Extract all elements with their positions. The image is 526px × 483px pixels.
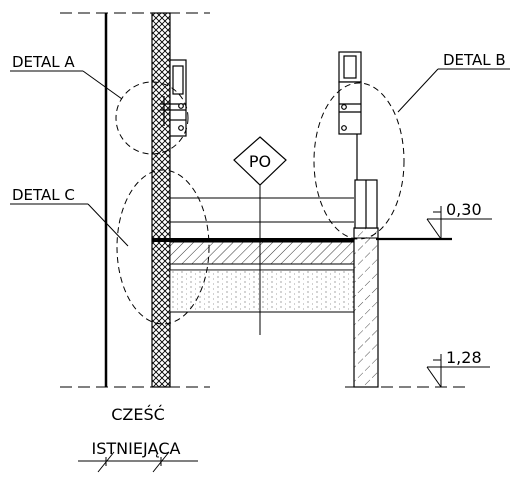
slab-top-finish [152,238,376,242]
detail-c-callout: DETAL C [10,186,129,247]
break-lines [60,12,470,388]
detail-ellipses [115,81,405,325]
glazing-lines [170,197,354,223]
po-label: PO [249,152,271,171]
detail-a-label: DETAL A [12,53,75,71]
detail-a-ellipse [115,81,189,155]
detail-c-ellipse [116,169,210,325]
insulation-layer [169,269,355,313]
level-lower-label: 1,28 [446,348,482,367]
floor-slab [169,241,355,265]
window-frame-a [160,59,187,137]
existing-part-note: CZEŚĆ ISTNIEJĄCA [78,405,198,473]
detail-b-ellipse [313,82,405,240]
detail-c-label: DETAL C [12,186,75,204]
detail-b-label: DETAL B [443,51,506,69]
existing-part-line1: CZEŚĆ [111,405,165,424]
detail-a-callout: DETAL A [10,53,123,100]
existing-part-line2: ISTNIEJĄCA [92,439,181,458]
new-wall [353,227,379,388]
window-frame-b [338,51,378,229]
level-mark-lower [426,354,490,388]
existing-wall [151,12,171,388]
detail-b-callout: DETAL B [397,51,510,113]
po-marker: PO [233,136,287,335]
level-upper-label: 0,30 [446,200,482,219]
level-mark-upper [426,206,492,240]
